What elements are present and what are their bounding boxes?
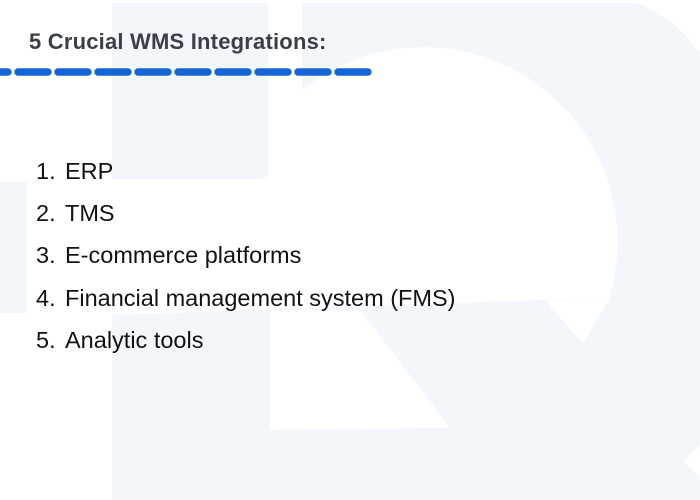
list-item: 1. ERP: [36, 150, 455, 192]
list-item-label: E-commerce platforms: [65, 242, 302, 269]
page-title: 5 Crucial WMS Integrations:: [29, 29, 327, 54]
watermark-column-segment: [112, 3, 268, 179]
watermark-sliver-segment: [0, 182, 27, 313]
watermark-bowl-segment: [112, 3, 700, 500]
title-underline-dashes: [0, 68, 374, 76]
list-item-label: Financial management system (FMS): [65, 284, 456, 311]
list-item: 5. Analytic tools: [36, 319, 455, 361]
list-item-label: TMS: [65, 199, 115, 226]
list-item-number: 2.: [36, 199, 56, 226]
list-item: 4. Financial management system (FMS): [36, 277, 455, 319]
integration-list: 1. ERP 2. TMS 3. E-commerce platforms 4. Financ…: [36, 150, 455, 361]
list-item-number: 1.: [36, 157, 56, 184]
watermark-edge-notch: [684, 444, 700, 478]
watermark-v-notch: [545, 301, 608, 343]
list-item-number: 5.: [36, 326, 56, 353]
list-item-label: ERP: [65, 157, 114, 184]
list-item-label: Analytic tools: [65, 326, 204, 353]
list-item: 3. E-commerce platforms: [36, 235, 455, 277]
list-item-number: 3.: [36, 242, 56, 269]
watermark-band-gap: [270, 310, 450, 430]
list-item-number: 4.: [36, 284, 56, 311]
list-item: 2. TMS: [36, 192, 455, 234]
